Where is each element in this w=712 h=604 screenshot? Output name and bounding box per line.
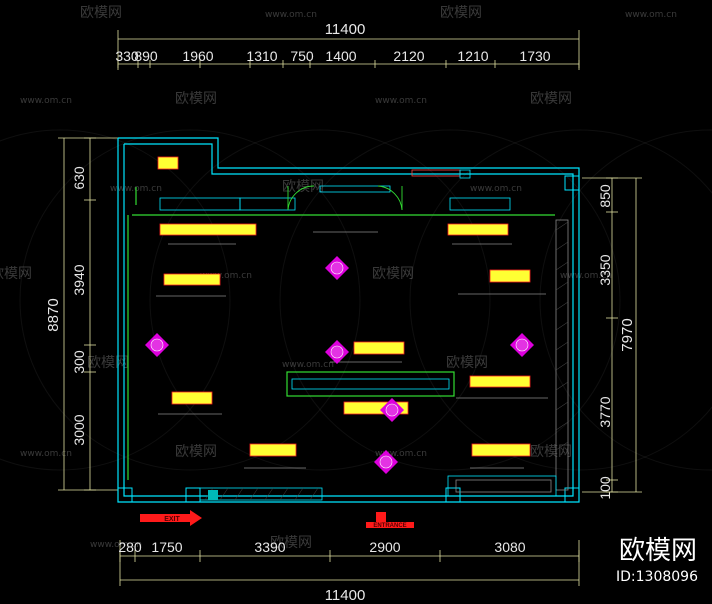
- watermark-arc: [279, 129, 621, 471]
- bottom-counters: [199, 475, 557, 501]
- top-segment-dimension: 1400: [325, 48, 356, 64]
- left-segment-dimension: 300: [71, 350, 87, 374]
- left-dimension-chain: [58, 137, 118, 491]
- right-segment-dimension: 3350: [597, 254, 613, 285]
- view-markers: [145, 256, 534, 474]
- bottom-counter-hatch: [204, 487, 319, 501]
- watermark-site: www.om.cn: [625, 10, 677, 20]
- watermark-arc: [409, 129, 712, 471]
- watermark-brand: 欧模网: [175, 91, 217, 107]
- watermark-brand: 欧模网: [530, 91, 572, 107]
- top-segment-dimension: 1730: [519, 48, 550, 64]
- view-marker-circle: [330, 261, 344, 275]
- watermark-brand: 欧模网: [282, 179, 324, 195]
- top-segment-dimension: 1960: [182, 48, 213, 64]
- door-swings: [287, 185, 403, 211]
- left-segment-dimension: 630: [71, 166, 87, 190]
- watermark-brand: 欧模网: [80, 5, 122, 21]
- bottom-segment-dimension: 3080: [494, 539, 525, 555]
- watermark-site: www.om.cn: [265, 10, 317, 20]
- bottom-total-dimension: 11400: [325, 587, 366, 604]
- left-segments: 630 3940 300 3000: [71, 137, 96, 491]
- view-marker: [145, 333, 169, 357]
- watermark-arc: [19, 129, 361, 471]
- bottom-segments: 280 1750 3390 2900 3080: [118, 539, 580, 562]
- top-segment-dimension: 2120: [393, 48, 424, 64]
- right-segment-dimension: 100: [597, 476, 613, 500]
- label-subtext-lines: [156, 231, 548, 469]
- view-marker-circle: [385, 403, 399, 417]
- watermark-brand: 欧模网: [372, 266, 414, 282]
- watermark-site: www.om.cn: [20, 449, 72, 459]
- view-marker-circle: [515, 338, 529, 352]
- watermark-brand: 欧模网: [87, 355, 129, 371]
- watermark-arc: [0, 129, 231, 471]
- watermark-site: www.om.cn: [470, 184, 522, 194]
- exit-arrow-label: EXIT: [164, 516, 180, 523]
- bottom-segment-dimension: 1750: [151, 539, 182, 555]
- bottom-segment-dimension: 280: [118, 539, 142, 555]
- right-wall-hatch: [555, 221, 569, 451]
- display-walls: [127, 187, 555, 480]
- left-total-dimension: 8870: [45, 298, 62, 331]
- exit-arrow: EXIT: [140, 510, 202, 526]
- bottom-segment-dimension: 2900: [369, 539, 400, 555]
- watermark-site: www.om.cn: [20, 96, 72, 106]
- watermark-site: www.om.cn: [90, 540, 142, 550]
- entrance-arrow: ENTRANCE: [366, 512, 414, 529]
- top-segment-dimension: 890: [134, 48, 158, 64]
- bottom-segment-dimension: 3390: [254, 539, 285, 555]
- watermark-arc: [539, 129, 712, 471]
- watermark-brand: 欧模网: [530, 444, 572, 460]
- watermark-site: www.om.cn: [375, 96, 427, 106]
- brand-watermark: 欧模网: [619, 536, 697, 566]
- top-total-dimension: 11400: [325, 21, 366, 38]
- exit-door-block: [208, 490, 218, 500]
- view-marker-circle: [150, 338, 164, 352]
- central-island-inner: [291, 378, 450, 390]
- view-marker-circle: [330, 345, 344, 359]
- right-wall-panel: [555, 219, 569, 491]
- top-segment-dimension: 1310: [246, 48, 277, 64]
- left-segment-dimension: 3000: [71, 414, 87, 445]
- watermark-brand: 欧模网: [446, 355, 488, 371]
- right-segment-dimension: 850: [597, 184, 613, 208]
- view-marker: [374, 450, 398, 474]
- top-segment-dimension: 750: [290, 48, 314, 64]
- watermark-brand: 欧模网: [0, 266, 32, 282]
- view-marker: [510, 333, 534, 357]
- watermark-site: www.om.cn: [375, 449, 427, 459]
- left-segment-dimension: 3940: [71, 264, 87, 295]
- entrance-arrow-label: ENTRANCE: [373, 523, 406, 529]
- top-segment-dimension: 1210: [457, 48, 488, 64]
- watermark-site: www.om.cn: [200, 271, 252, 281]
- image-id: ID:1308096: [616, 569, 698, 585]
- watermark-site: www.om.cn: [560, 271, 612, 281]
- product-labels: [157, 156, 531, 457]
- view-marker: [380, 398, 404, 422]
- top-segment-dimension: 330: [115, 48, 139, 64]
- watermark-brand: 欧模网: [175, 444, 217, 460]
- watermark-brand: 欧模网: [440, 5, 482, 21]
- right-segments: 850 3350 3770 100: [597, 177, 618, 500]
- right-total-dimension: 7970: [619, 318, 636, 351]
- watermark-arc: [149, 129, 491, 471]
- central-island: [286, 371, 455, 397]
- watermark-site: www.om.cn: [282, 360, 334, 370]
- view-marker-circle: [379, 455, 393, 469]
- bottom-dimension-chain: [119, 540, 580, 586]
- top-display-cases: [159, 169, 511, 211]
- right-segment-dimension: 3770: [597, 396, 613, 427]
- columns: [117, 175, 580, 503]
- watermark-brand: 欧模网: [270, 535, 312, 551]
- view-marker: [325, 340, 349, 364]
- view-marker: [325, 256, 349, 280]
